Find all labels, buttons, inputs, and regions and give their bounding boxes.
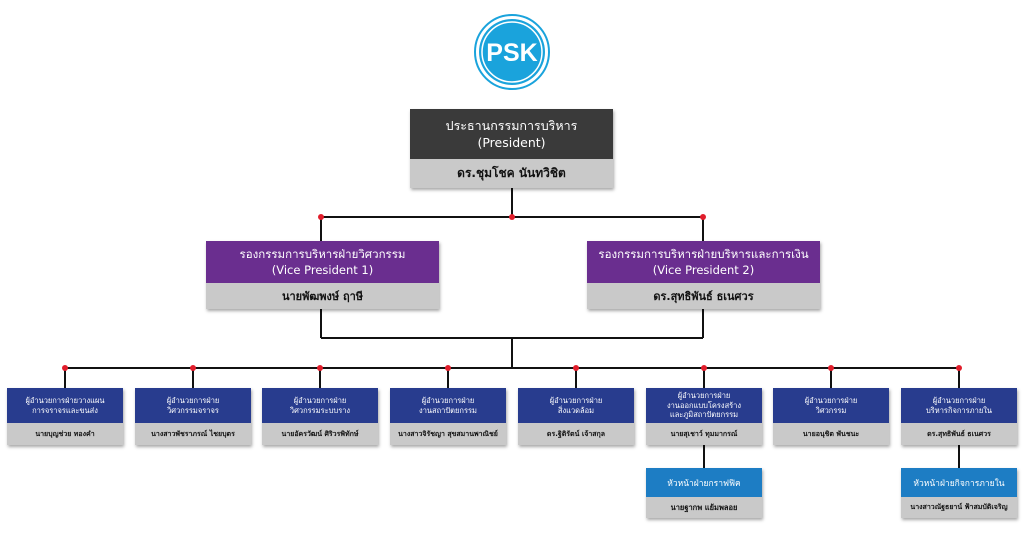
director-title-line: ผู้อำนวยการฝ่าย — [549, 396, 603, 405]
director-name: นายสุเชาว์ ทุมมากรณ์ — [670, 429, 738, 438]
director-title-block: ผู้อำนวยการฝ่ายงานออกแบบโครงสร้างและภูมิ… — [646, 388, 762, 423]
president-name: ดร.ชุมโชค นันทวิชิต — [457, 166, 566, 180]
director-title-block: ผู้อำนวยการฝ่ายวิศวกรรมจราจร — [135, 388, 251, 423]
president-name-bar: ดร.ชุมโชค นันทวิชิต — [410, 159, 613, 188]
logo-text: PSK — [486, 39, 537, 67]
junction-dot — [317, 365, 323, 371]
director-name: นางสาวจิรัชญา สุขสมานพาณิชย์ — [398, 429, 498, 438]
director-name-bar: นางสาวจิรัชญา สุขสมานพาณิชย์ — [390, 423, 506, 445]
section-head-graphic-title: หัวหน้าฝ่ายกราฟฟิค — [667, 478, 741, 489]
vice-president-2-title-en: (Vice President 2) — [652, 263, 755, 277]
vice-president-1-title: รองกรรมการบริหารฝ่ายวิศวกรรม — [239, 247, 406, 261]
junction-dot — [573, 365, 579, 371]
director-title-line: ผู้อำนวยการฝ่าย — [166, 396, 220, 405]
director-box: ผู้อำนวยการฝ่ายวิศวกรรมจราจรนางสาวพัชราภ… — [135, 388, 251, 445]
section-head-graphic-title-block: หัวหน้าฝ่ายกราฟฟิค — [646, 468, 762, 497]
director-box: ผู้อำนวยการฝ่ายวิศวกรรมระบบรางนายอัครวัฒ… — [262, 388, 378, 445]
director-title-line: วิศวกรรมจราจร — [167, 405, 219, 415]
junction-dot — [509, 214, 515, 220]
director-box: ผู้อำนวยการฝ่ายสิ่งแวดล้อมดร.ฐิติรัตน์ เ… — [518, 388, 634, 445]
director-title-line: บริหารกิจการภายใน — [925, 405, 993, 415]
director-title-line: ผู้อำนวยการฝ่ายวางแผน — [25, 396, 105, 405]
director-title-line: วิศวกรรมระบบราง — [289, 405, 351, 415]
director-title-line: และภูมิสถาปัตยกรรม — [669, 410, 739, 420]
director-title-line: งานออกแบบโครงสร้าง — [666, 400, 742, 410]
vice-president-1-name: นายพัฒพงษ์ ฤาษี — [281, 290, 364, 303]
section-head-internal-title-block: หัวหน้าฝ่ายกิจการภายใน — [901, 468, 1017, 497]
director-name-bar: ดร.ฐิติรัตน์ เจ้าสกุล — [518, 423, 634, 445]
junction-dot — [828, 365, 834, 371]
junction-dot — [190, 365, 196, 371]
director-box: ผู้อำนวยการฝ่ายวิศวกรรมนายอนุชิต พันชนะ — [773, 388, 889, 445]
director-name: ดร.ฐิติรัตน์ เจ้าสกุล — [546, 429, 606, 438]
psk-logo: PSK — [474, 14, 550, 90]
director-name: ดร.สุทธิพันธ์ ธเนศวร — [927, 429, 991, 438]
director-name-bar: ดร.สุทธิพันธ์ ธเนศวร — [901, 423, 1017, 445]
director-title-line: ผู้อำนวยการฝ่าย — [677, 391, 731, 401]
director-name-bar: นางสาวพัชราภรณ์ ไชยบุตร — [135, 423, 251, 445]
president-title-block: ประธานกรรมการบริหาร (President) — [410, 109, 613, 159]
director-box: ผู้อำนวยการฝ่ายบริหารกิจการภายในดร.สุทธิ… — [901, 388, 1017, 445]
director-title-line: งานสถาปัตยกรรม — [419, 405, 477, 415]
junction-dot — [445, 365, 451, 371]
vice-president-1-box: รองกรรมการบริหารฝ่ายวิศวกรรม (Vice Presi… — [206, 241, 439, 309]
director-title-line: การจราจรและขนส่ง — [32, 405, 98, 415]
junction-dot — [62, 365, 68, 371]
director-title-line: ผู้อำนวยการฝ่าย — [293, 396, 347, 405]
section-head-graphic-name-bar: นายฐากพ แย้มพลอย — [646, 497, 762, 518]
director-title-line: วิศวกรรม — [815, 405, 847, 415]
director-box: ผู้อำนวยการฝ่ายงานสถาปัตยกรรมนางสาวจิรัช… — [390, 388, 506, 445]
president-box: ประธานกรรมการบริหาร (President) ดร.ชุมโช… — [410, 109, 613, 188]
vice-president-2-box: รองกรรมการบริหารฝ่ายบริหารและการเงิน (Vi… — [587, 241, 820, 309]
director-title-block: ผู้อำนวยการฝ่ายสิ่งแวดล้อม — [518, 388, 634, 423]
director-title-block: ผู้อำนวยการฝ่ายงานสถาปัตยกรรม — [390, 388, 506, 423]
director-title-line: ผู้อำนวยการฝ่าย — [804, 396, 858, 405]
director-name: นายบุญช่วย ทองคำ — [35, 429, 95, 438]
president-title-en: (President) — [477, 135, 546, 150]
vice-president-2-title-block: รองกรรมการบริหารฝ่ายบริหารและการเงิน (Vi… — [587, 241, 820, 283]
director-name-bar: นายบุญช่วย ทองคำ — [7, 423, 123, 445]
junction-dot — [701, 365, 707, 371]
director-name: นายอัครวัฒน์ ศิริวรพิทักษ์ — [281, 429, 359, 438]
director-title-line: สิ่งแวดล้อม — [557, 405, 595, 415]
vice-president-1-title-en: (Vice President 1) — [271, 263, 374, 277]
director-title-line: ผู้อำนวยการฝ่าย — [421, 396, 475, 405]
director-box: ผู้อำนวยการฝ่ายงานออกแบบโครงสร้างและภูมิ… — [646, 388, 762, 445]
director-name-bar: นายอัครวัฒน์ ศิริวรพิทักษ์ — [262, 423, 378, 445]
vice-president-2-title: รองกรรมการบริหารฝ่ายบริหารและการเงิน — [598, 247, 809, 261]
vice-president-1-title-block: รองกรรมการบริหารฝ่ายวิศวกรรม (Vice Presi… — [206, 241, 439, 283]
section-head-internal-box: หัวหน้าฝ่ายกิจการภายใน นางสาวณัฐธยาน์ ฟ้… — [901, 468, 1017, 518]
director-box: ผู้อำนวยการฝ่ายวางแผนการจราจรและขนส่งนาย… — [7, 388, 123, 445]
vice-president-2-name-bar: ดร.สุทธิพันธ์ ธเนศวร — [587, 283, 820, 309]
section-head-internal-title: หัวหน้าฝ่ายกิจการภายใน — [913, 478, 1005, 489]
director-title-line: ผู้อำนวยการฝ่าย — [932, 396, 986, 405]
section-head-graphic-box: หัวหน้าฝ่ายกราฟฟิค นายฐากพ แย้มพลอย — [646, 468, 762, 518]
vice-president-2-name: ดร.สุทธิพันธ์ ธเนศวร — [653, 290, 754, 303]
junction-dot — [700, 214, 706, 220]
director-title-block: ผู้อำนวยการฝ่ายวิศวกรรมระบบราง — [262, 388, 378, 423]
director-name: นายอนุชิต พันชนะ — [802, 429, 860, 438]
director-title-block: ผู้อำนวยการฝ่ายวางแผนการจราจรและขนส่ง — [7, 388, 123, 423]
director-title-block: ผู้อำนวยการฝ่ายวิศวกรรม — [773, 388, 889, 423]
vice-president-1-name-bar: นายพัฒพงษ์ ฤาษี — [206, 283, 439, 309]
section-head-internal-name-bar: นางสาวณัฐธยาน์ ฟ้าสมบัติเจริญ — [901, 497, 1017, 518]
junction-dot — [956, 365, 962, 371]
director-name-bar: นายสุเชาว์ ทุมมากรณ์ — [646, 423, 762, 445]
director-name-bar: นายอนุชิต พันชนะ — [773, 423, 889, 445]
president-title: ประธานกรรมการบริหาร — [445, 118, 578, 133]
director-title-block: ผู้อำนวยการฝ่ายบริหารกิจการภายใน — [901, 388, 1017, 423]
section-head-graphic-name: นายฐากพ แย้มพลอย — [670, 502, 738, 512]
junction-dot — [318, 214, 324, 220]
section-head-internal-name: นางสาวณัฐธยาน์ ฟ้าสมบัติเจริญ — [910, 503, 1008, 511]
director-name: นางสาวพัชราภรณ์ ไชยบุตร — [151, 429, 235, 438]
